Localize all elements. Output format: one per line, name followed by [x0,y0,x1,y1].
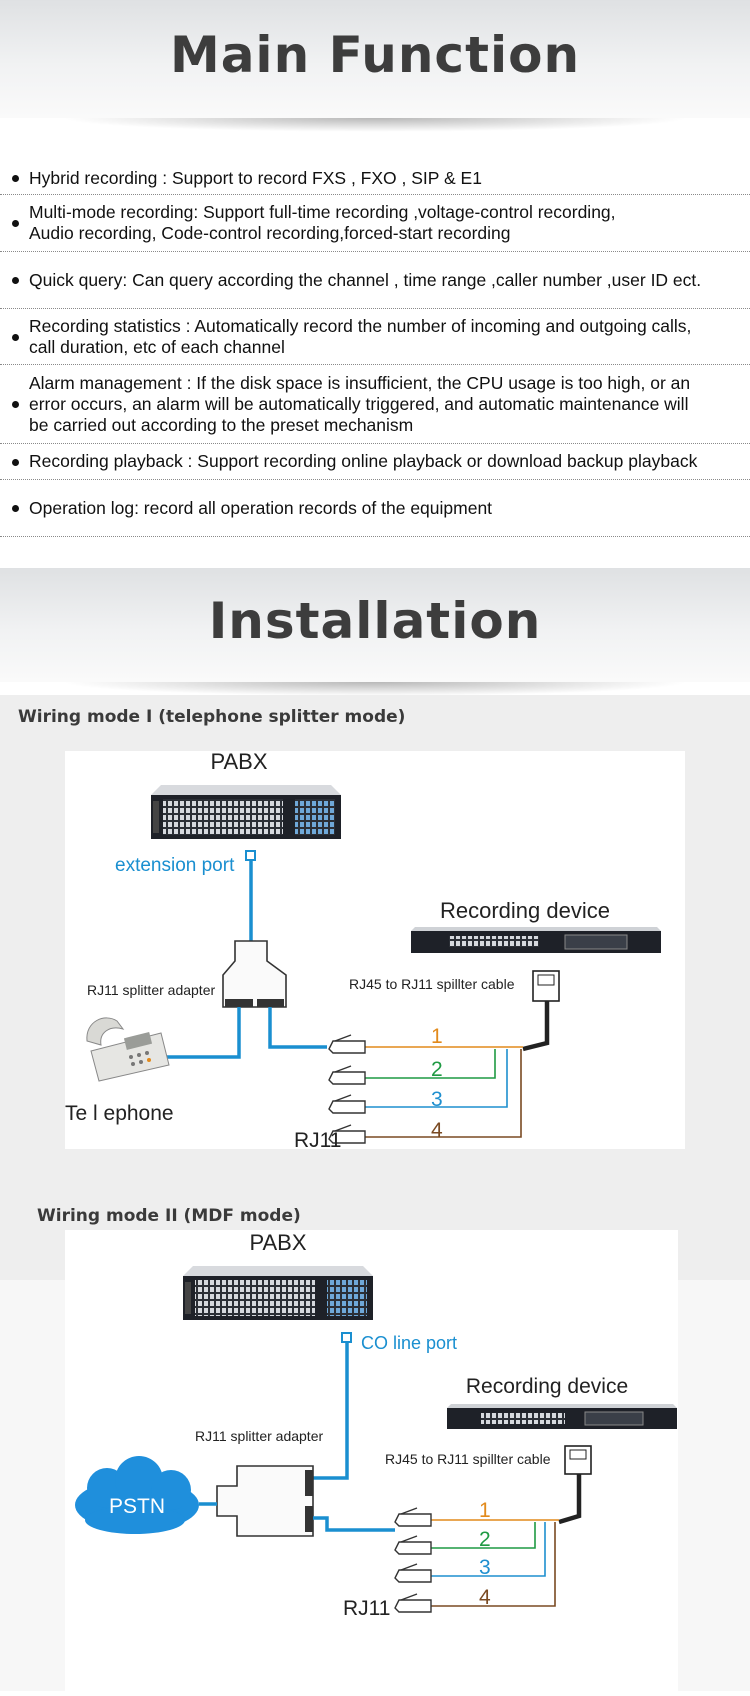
main-function-title: Main Function [169,26,581,84]
rj45-connector-icon [532,970,560,1002]
pstn-label: PSTN [109,1495,165,1518]
rj11-plug-icon [394,1507,432,1527]
rj45-connector-icon [564,1445,592,1475]
rj11-splitter-adapter-icon [216,1465,314,1537]
channel-4-wire [431,1522,556,1607]
channel-2-label: 2 [479,1528,491,1551]
splitter-adapter-label: RJ11 splitter adapter [195,1428,323,1444]
feature-item-alarm-management: Alarm management : If the disk space is … [0,365,750,444]
bullet-icon [12,277,19,284]
telephone-label: Te l ephone [65,1102,174,1125]
co-line-cable [305,1342,349,1480]
recording-device-label: Recording device [466,1375,628,1398]
bullet-icon [12,505,19,512]
rj11-plug-icon [394,1563,432,1583]
feature-text: Multi-mode recording: Support full-time … [29,202,616,243]
rj11-label: RJ11 [343,1597,390,1620]
banner-shadow [60,118,690,132]
cable-label: RJ45 to RJ11 spillter cable [385,1451,551,1467]
channel-1-label: 1 [431,1025,443,1048]
feature-text: Recording statistics : Automatically rec… [29,315,692,357]
extension-port-icon [245,850,256,861]
co-line-port-icon [341,1332,352,1343]
feature-text: Quick query: Can query according the cha… [29,269,702,290]
main-function-banner: Main Function [0,0,750,132]
channel-3-wire [365,1049,508,1108]
channel-3-wire [431,1522,546,1577]
channel-4-wire [365,1049,522,1138]
rj11-plug-icon [328,1034,366,1054]
co-line-port-label: CO line port [361,1333,457,1353]
feature-text: Operation log: record all operation reco… [29,497,493,518]
channel-2-wire [431,1522,536,1549]
channel-4-label: 4 [431,1119,443,1142]
rj11-plug-icon [328,1094,366,1114]
rj45-cable [522,1001,550,1052]
banner-shadow [60,682,690,696]
cable-label: RJ45 to RJ11 spillter cable [349,976,515,992]
feature-item-quick-query: Quick query: Can query according the cha… [0,252,750,309]
feature-item-multi-mode: Multi-mode recording: Support full-time … [0,195,750,252]
feature-list: Hybrid recording : Support to record FXS… [0,162,750,537]
extension-port-label: extension port [115,855,235,876]
pstn-cloud-icon [75,1456,199,1534]
feature-item-recording-statistics: Recording statistics : Automatically rec… [0,309,750,365]
rj11-plug-icon [328,1065,366,1085]
pabx-label: PABX [210,751,267,774]
recording-cable [268,1007,327,1049]
pabx-unit-icon [183,1266,373,1320]
installation-title: Installation [208,592,542,650]
rj11-label: RJ11 [294,1129,341,1149]
splitter-adapter-label: RJ11 splitter adapter [87,982,215,998]
rj11-splitter-adapter-icon [222,940,287,1008]
bullet-icon [12,175,19,182]
rj11-plug-icon [394,1593,432,1613]
channel-4-label: 4 [479,1586,491,1609]
wiring-mode-1-title: Wiring mode I (telephone splitter mode) [18,707,406,727]
wiring-mode-2-diagram: PABX CO line port RJ11 splitter adapter [65,1230,678,1691]
feature-item-hybrid-recording: Hybrid recording : Support to record FXS… [0,162,750,195]
recording-device-icon [411,927,661,953]
telephone-icon [86,1017,170,1082]
pabx-label: PABX [249,1230,306,1255]
rj45-cable [558,1474,582,1525]
channel-2-label: 2 [431,1058,443,1081]
wiring-mode-2-svg: PABX CO line port RJ11 splitter adapter [75,1230,677,1620]
channel-3-label: 3 [479,1556,491,1579]
recording-device-label: Recording device [440,898,610,923]
recording-device-icon [447,1404,677,1429]
bullet-icon [12,458,19,466]
recording-cable [313,1516,395,1532]
installation-banner: Installation [0,568,750,696]
channel-1-label: 1 [479,1499,491,1522]
rj11-plug-icon [328,1124,366,1144]
wiring-mode-2-title: Wiring mode II (MDF mode) [37,1206,301,1226]
wiring-mode-1-svg: PABX extension port RJ11 splitter adapte… [65,749,661,1152]
channel-2-wire [365,1049,496,1079]
feature-text: Hybrid recording : Support to record FXS… [29,167,482,188]
telephone-cable [165,1007,241,1059]
bullet-icon [12,401,19,408]
feature-item-operation-log: Operation log: record all operation reco… [0,480,750,537]
feature-item-recording-playback: Recording playback : Support recording o… [0,444,750,480]
feature-text: Recording playback : Support recording o… [29,451,698,471]
channel-3-label: 3 [431,1088,443,1111]
bullet-icon [12,333,19,341]
pabx-unit-icon [151,785,341,839]
rj11-plug-icon [394,1535,432,1555]
bullet-icon [12,220,19,227]
wiring-mode-1-diagram: PABX extension port RJ11 splitter adapte… [65,749,685,1152]
feature-text: Alarm management : If the disk space is … [29,372,691,435]
